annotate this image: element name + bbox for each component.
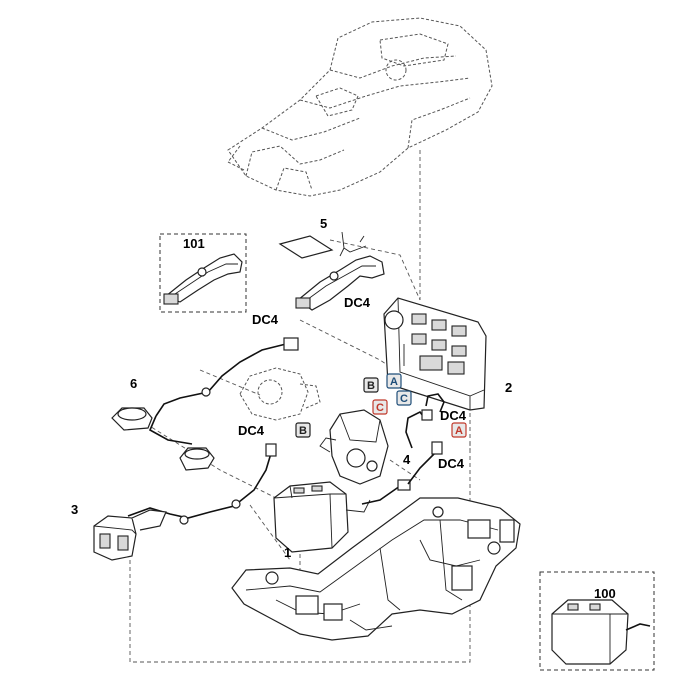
part-4-connector — [405, 393, 445, 449]
part-100-frame — [539, 571, 655, 671]
label-dc4-ribbon: DC4 — [344, 295, 371, 310]
svg-text:B: B — [299, 425, 307, 437]
part-100-box — [551, 599, 651, 665]
svg-text:C: C — [376, 402, 384, 414]
svg-text:A: A — [390, 376, 398, 388]
marker-c-red: C — [372, 399, 388, 415]
marker-b-upper: B — [363, 377, 379, 393]
body-shell-ghost — [227, 17, 493, 197]
label-part-6: 6 — [130, 376, 137, 391]
part-5-fasteners — [278, 231, 367, 259]
part-1-box — [273, 481, 371, 553]
label-part-4: 4 — [403, 452, 411, 467]
label-part-100: 100 — [594, 586, 616, 601]
ribbon-harness — [295, 255, 385, 311]
label-part-1: 1 — [284, 545, 291, 560]
part-101-frame — [159, 233, 247, 313]
part-101-ribbon — [163, 253, 243, 305]
svg-text:B: B — [367, 380, 375, 392]
label-dc4-upper: DC4 — [252, 312, 279, 327]
motor-assemblies — [239, 367, 389, 485]
connector-markers: B A C C B A — [295, 373, 467, 438]
label-part-5: 5 — [320, 216, 327, 231]
label-part-101: 101 — [183, 236, 205, 251]
label-part-3: 3 — [71, 502, 78, 517]
label-dc4-right: DC4 — [438, 456, 465, 471]
marker-a-lower: A — [451, 422, 467, 438]
marker-c-blue: C — [396, 390, 412, 406]
harness-6 — [111, 337, 299, 471]
part-3-bracket — [93, 509, 167, 561]
label-part-2: 2 — [505, 380, 512, 395]
part-2-control-module — [383, 297, 487, 411]
label-dc4-center: DC4 — [238, 423, 265, 438]
chassis-frame — [231, 497, 521, 641]
marker-b-lower: B — [295, 422, 311, 438]
svg-text:A: A — [455, 425, 463, 437]
label-dc4-module: DC4 — [440, 408, 467, 423]
reference-labels: 101 5 DC4 DC4 2 6 DC4 DC4 4 DC4 3 1 100 — [71, 216, 616, 601]
svg-text:C: C — [400, 393, 408, 405]
harness-lower — [127, 441, 443, 525]
marker-a-upper: A — [386, 373, 402, 389]
